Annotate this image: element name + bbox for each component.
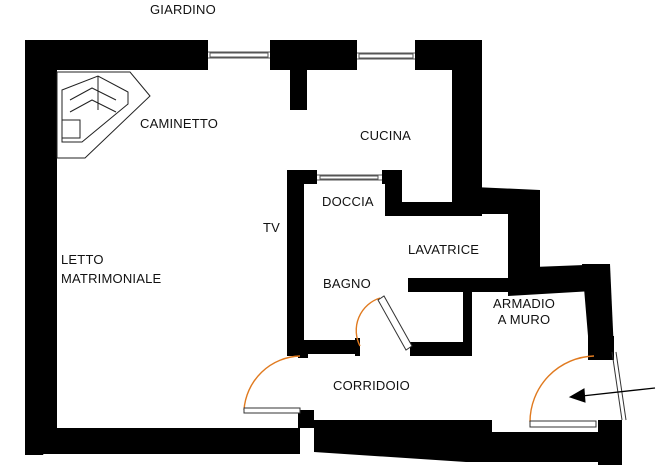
bathroom-left-wall [287, 170, 304, 356]
wall-top-left [27, 40, 208, 72]
label-bathroom: BAGNO [323, 276, 371, 291]
window-bedroom [208, 40, 270, 70]
corridor-bottom-jamb [298, 410, 314, 428]
label-wardrobe: ARMADIO A MURO [493, 296, 555, 329]
wall-bottom [25, 428, 300, 455]
wall-bottom-right-edge [466, 432, 621, 462]
bath-bottom-left-stub [355, 338, 360, 356]
bedroom-door-swing [243, 355, 301, 411]
label-bed-line1: LETTO [61, 252, 104, 267]
bathroom-door-leaf [377, 295, 413, 351]
label-bed: LETTO MATRIMONIALE [61, 252, 161, 288]
wall-entrance-right [598, 420, 622, 465]
wall-left [25, 40, 57, 455]
interior-walls [287, 70, 528, 428]
wall-step-2 [508, 190, 540, 282]
laundry-wall [408, 278, 528, 292]
fireplace-symbol [56, 71, 151, 159]
wall-bottom-right [314, 420, 492, 462]
label-shower: DOCCIA [322, 194, 374, 209]
entrance-door-leaf [529, 420, 597, 428]
window-shower [317, 170, 382, 184]
bath-bottom-left [297, 340, 359, 354]
arrow-left-icon [568, 387, 656, 403]
bedroom-door-leaf [243, 407, 301, 414]
bath-right-vertical [463, 290, 472, 356]
label-garden: GIARDINO [150, 2, 216, 17]
label-fireplace: CAMINETTO [140, 116, 219, 131]
wall-top-middle [270, 40, 357, 70]
label-washing-machine: LAVATRICE [408, 242, 480, 257]
label-corridor: CORRIDOIO [333, 378, 410, 393]
wall-right-kitchen [452, 40, 482, 210]
label-kitchen: CUCINA [360, 128, 412, 143]
label-bed-line2: MATRIMONIALE [61, 271, 162, 287]
doors [243, 295, 627, 428]
label-wardrobe-line2: A MURO [497, 312, 551, 328]
bathroom-top-left [287, 170, 317, 184]
bedroom-door-jamb [298, 350, 308, 358]
label-tv: TV [263, 220, 281, 235]
bathroom-door-swing [355, 297, 381, 347]
bath-bottom-right [410, 342, 472, 356]
windows [208, 40, 415, 184]
window-kitchen [357, 40, 415, 70]
kitchen-pillar [290, 70, 307, 110]
shower-kitchen-wall [385, 202, 482, 216]
outer-walls [25, 40, 622, 465]
entrance-threshold [611, 351, 623, 421]
label-wardrobe-line1: ARMADIO [493, 296, 556, 311]
entrance-door-swing [529, 355, 595, 423]
